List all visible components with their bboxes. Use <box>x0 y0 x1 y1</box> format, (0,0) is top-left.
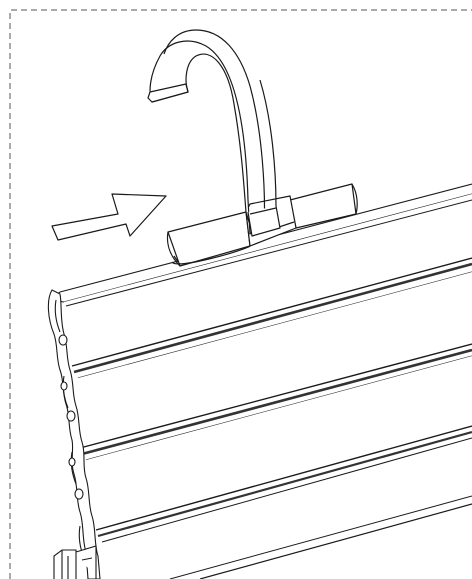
right-arrow-icon <box>51 193 167 241</box>
strap-loop-icon <box>147 29 281 237</box>
slat-1 <box>64 194 472 379</box>
slat-3 <box>86 356 472 543</box>
slat-hinge-profile <box>47 289 101 579</box>
end-bracket <box>53 545 97 579</box>
slat-4 <box>169 495 472 579</box>
